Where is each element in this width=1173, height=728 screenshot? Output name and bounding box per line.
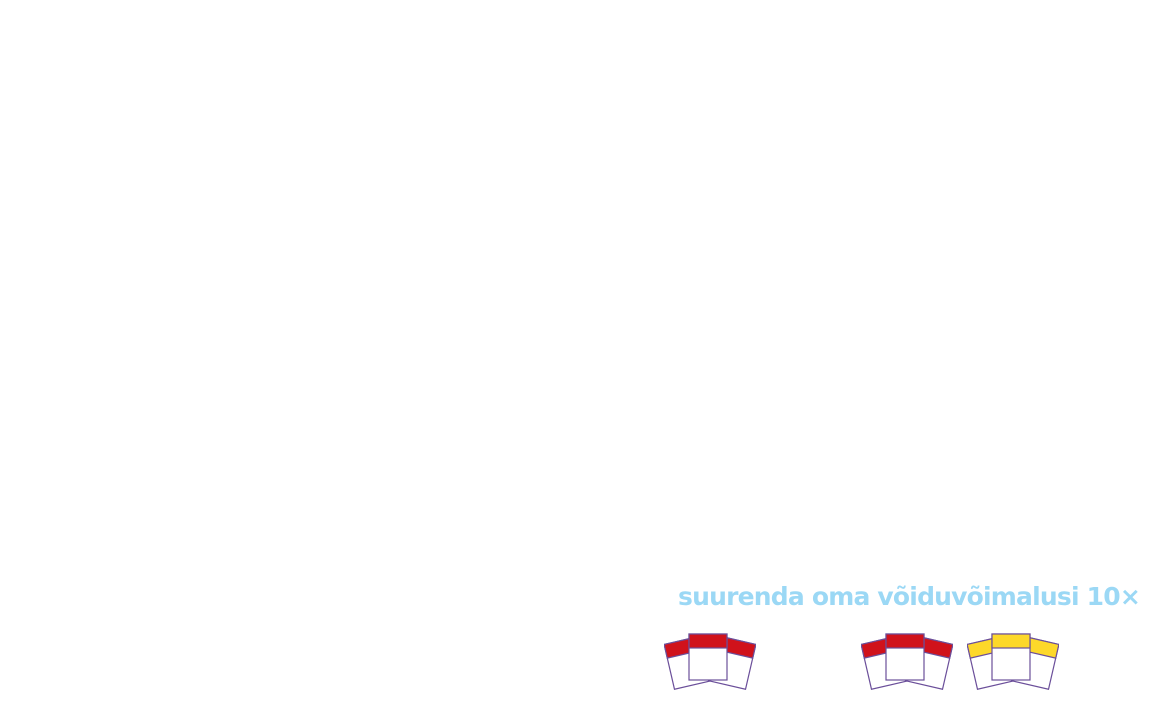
card-center <box>885 633 925 681</box>
promo-text: suurenda oma võiduvõimalusi 10× <box>678 582 1141 611</box>
card-stack-icon-1 <box>664 633 756 690</box>
card-center <box>688 633 728 681</box>
card-stack-icon-2 <box>861 633 953 690</box>
card-center <box>991 633 1031 681</box>
card-stack-icon-3 <box>967 633 1059 690</box>
